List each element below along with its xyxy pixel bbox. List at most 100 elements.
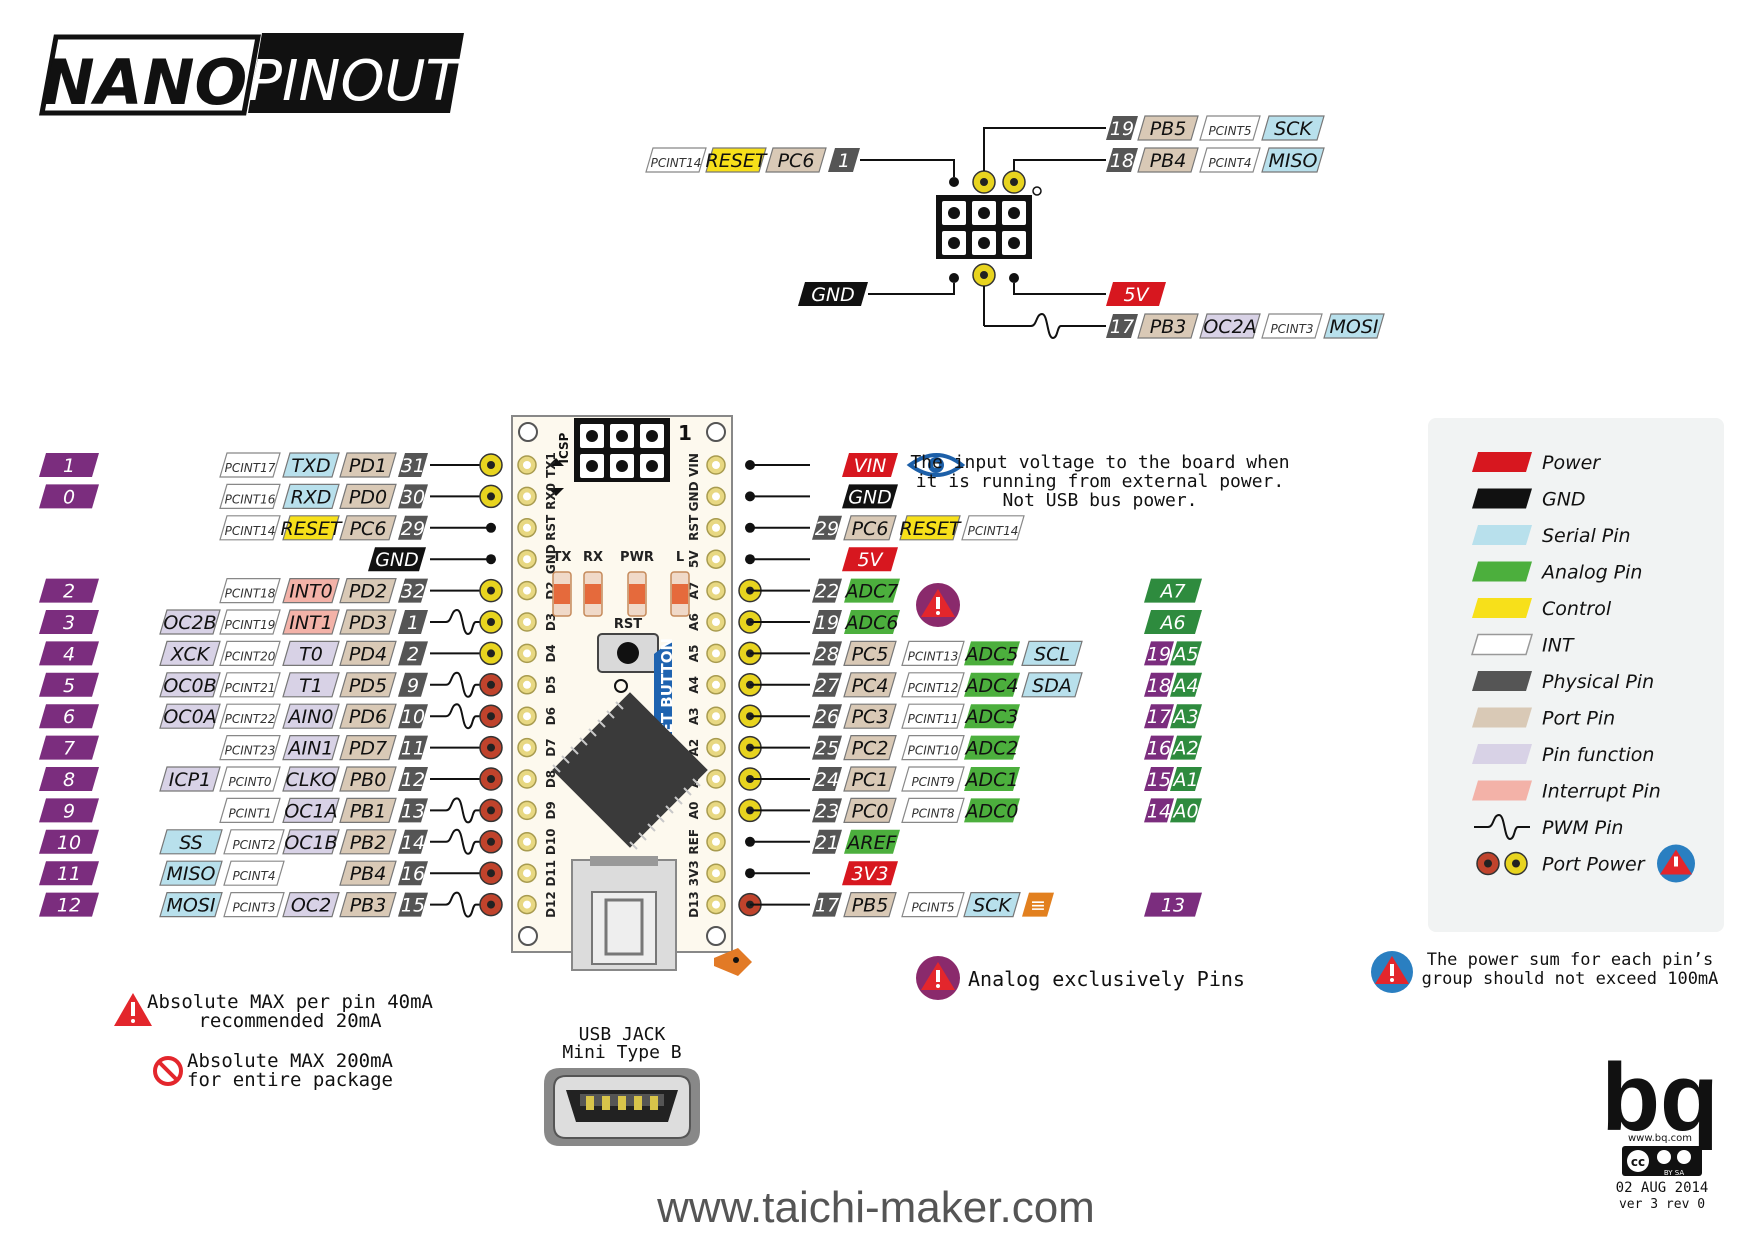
arduino-pin-label-text: 3 bbox=[63, 612, 75, 634]
port-pin-label-text: PC6 bbox=[350, 518, 387, 540]
port-pin-label-text: PB0 bbox=[350, 769, 387, 791]
bq-site: www.bq.com bbox=[1628, 1133, 1692, 1144]
physical-pin-label-text: 1 bbox=[407, 612, 419, 634]
int-pin-label-text: PCINT5 bbox=[911, 901, 954, 915]
icsp-int-label-text: PCINT3 bbox=[1270, 322, 1313, 336]
legend-swatch bbox=[1472, 561, 1532, 582]
icsp-port-label-text: PB4 bbox=[1150, 150, 1187, 172]
function-pin-label: XCK bbox=[159, 640, 221, 666]
analog-pin-label: ADC0 bbox=[964, 798, 1020, 823]
icsp-port-label: PB4 bbox=[1137, 147, 1199, 173]
port-pin-label: PC6 bbox=[843, 515, 897, 541]
board-led-label: RX bbox=[583, 550, 603, 565]
legend-label: Interrupt Pin bbox=[1542, 781, 1661, 803]
port-pin-label-text: PD0 bbox=[349, 486, 387, 508]
port-pin-label-text: PC3 bbox=[852, 706, 889, 728]
bq-badge: bq www.bq.com cc BY SA 02 AUG 2014 ver 3… bbox=[1601, 1044, 1718, 1212]
pwm-wave-icon bbox=[430, 608, 490, 636]
board-silk-left: RST bbox=[544, 514, 558, 541]
int-pin-label: PCINT14 bbox=[219, 515, 281, 541]
creative-commons-icon: cc bbox=[1622, 1146, 1702, 1176]
arduino-pin-label-text: 5 bbox=[63, 675, 75, 697]
arduino-digital-label-text: 15 bbox=[1147, 769, 1171, 791]
legend-swatch bbox=[1470, 633, 1534, 656]
analog-pin-label: ADC2 bbox=[964, 735, 1020, 760]
led-icon: ≡ bbox=[1022, 892, 1054, 917]
port-pin-label: PB0 bbox=[339, 766, 397, 792]
legend-swatch bbox=[1472, 452, 1532, 472]
port-pin-label-text: PC6 bbox=[852, 518, 889, 540]
serial-pin-label-text: SS bbox=[179, 832, 202, 854]
arduino-pin-label-text: A5 bbox=[1171, 643, 1198, 665]
icsp-function-label-text: OC2A bbox=[1203, 316, 1256, 338]
arduino-pin-label: 6 bbox=[39, 704, 99, 729]
analog-only-icon bbox=[916, 956, 960, 1000]
function-pin-label-text: OC2B bbox=[163, 612, 216, 634]
arduino-pin-label: A7 bbox=[1144, 578, 1202, 603]
analog-warning-icon bbox=[916, 583, 960, 627]
physical-pin-label: 1 bbox=[398, 610, 428, 634]
legend-item-int: INT bbox=[1470, 633, 1575, 657]
icsp-serial-label-text: MISO bbox=[1268, 150, 1317, 172]
arduino-pin-label-text: A6 bbox=[1158, 612, 1185, 634]
port-pin-label-text: PB5 bbox=[852, 895, 889, 917]
power-label-text: 3V3 bbox=[851, 863, 888, 885]
board-silk-right: VIN bbox=[687, 453, 701, 477]
function-pin-label-text: OC1A bbox=[284, 800, 337, 822]
interrupt-pin-label: INT0 bbox=[282, 578, 340, 604]
board-silk-right: A4 bbox=[687, 676, 701, 694]
physical-pin-label-text: 24 bbox=[815, 769, 839, 791]
int-pin-label: PCINT9 bbox=[901, 766, 965, 792]
interrupt-pin-label: INT1 bbox=[282, 609, 340, 635]
arduino-digital-label-text: 17 bbox=[1147, 706, 1171, 728]
legend-swatch bbox=[1472, 598, 1532, 618]
function-pin-label: OC0A bbox=[159, 703, 221, 729]
int-pin-label-text: PCINT9 bbox=[911, 775, 954, 789]
physical-pin-label-text: 29 bbox=[401, 518, 425, 540]
analog-pin-label: ADC7 bbox=[844, 578, 900, 603]
legend-item-pwm: PWM Pin bbox=[1474, 813, 1623, 841]
int-pin-label-text: PCINT4 bbox=[232, 869, 275, 883]
icsp-port-label: PC6 bbox=[765, 147, 827, 173]
port-pin-label: PB3 bbox=[339, 892, 397, 918]
arduino-pin-label-text: 7 bbox=[63, 738, 75, 760]
physical-pin-label-text: 11 bbox=[401, 738, 425, 760]
int-pin-label: PCINT14 bbox=[961, 515, 1025, 541]
legend-item-interrupt: Interrupt Pin bbox=[1472, 780, 1661, 803]
legend-label: GND bbox=[1542, 489, 1586, 511]
power-sum-line-2: group should not exceed 100mA bbox=[1422, 969, 1719, 989]
physical-pin-label: 22 bbox=[812, 578, 842, 603]
abs-pkg-line-1: Absolute MAX 200mA bbox=[187, 1050, 393, 1072]
serial-pin-label-text: MOSI bbox=[166, 895, 215, 917]
int-pin-label: PCINT8 bbox=[901, 797, 965, 823]
analog-pin-label-text: ADC7 bbox=[844, 581, 899, 603]
icsp-physical-label-text: 18 bbox=[1110, 150, 1134, 172]
int-pin-label-text: PCINT22 bbox=[225, 712, 276, 726]
int-pin-label: PCINT10 bbox=[901, 735, 965, 761]
board-icsp-label: ICSP bbox=[557, 432, 571, 463]
int-pin-label-text: PCINT20 bbox=[225, 649, 276, 663]
pin-dot-icon bbox=[486, 522, 496, 533]
function-pin-label-text: XCK bbox=[170, 643, 211, 665]
arduino-pin-label: A1 bbox=[1170, 767, 1202, 791]
legend-swatch bbox=[1472, 671, 1532, 691]
power-sum-icon bbox=[1371, 951, 1413, 993]
port-pin-label-text: PD4 bbox=[349, 643, 387, 665]
port-pin-label: PC0 bbox=[843, 797, 897, 823]
interrupt-pin-label-text: INT1 bbox=[289, 612, 333, 634]
pwm-wave-icon bbox=[430, 671, 490, 698]
board-led-label: PWR bbox=[620, 550, 654, 565]
board-silk-right: A3 bbox=[687, 707, 701, 725]
function-pin-label-text: OC0B bbox=[163, 675, 216, 697]
port-pin-label: PD6 bbox=[339, 703, 397, 729]
physical-pin-label: 31 bbox=[398, 453, 428, 477]
physical-pin-label: 11 bbox=[398, 735, 428, 760]
abs-pin-line-2: recommended 20mA bbox=[198, 1010, 382, 1032]
arduino-pin-label: 10 bbox=[39, 829, 99, 854]
